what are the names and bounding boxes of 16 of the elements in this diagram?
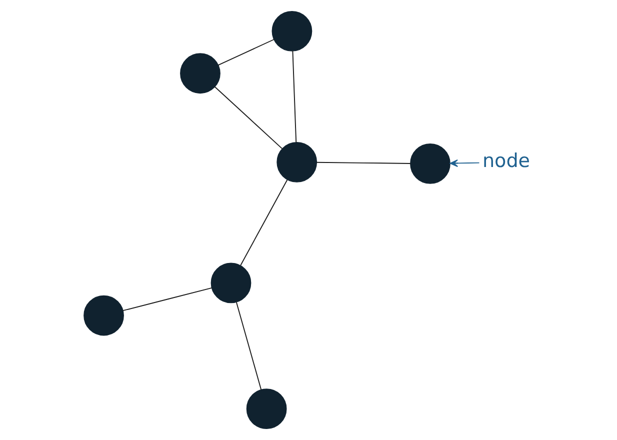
node-circle (276, 142, 318, 182)
node-circle (180, 53, 220, 94)
arrow (450, 159, 480, 167)
node-circle (246, 388, 287, 430)
node-circle (272, 10, 312, 52)
node-circle (410, 143, 450, 184)
node-circle (210, 262, 252, 304)
connector (122, 287, 212, 312)
connector (236, 302, 262, 390)
connector (240, 179, 288, 266)
connector (316, 162, 411, 164)
connector (292, 50, 297, 143)
node-text: node (482, 148, 530, 172)
connector (218, 39, 274, 66)
connector (214, 86, 283, 150)
node-circle (84, 295, 124, 336)
